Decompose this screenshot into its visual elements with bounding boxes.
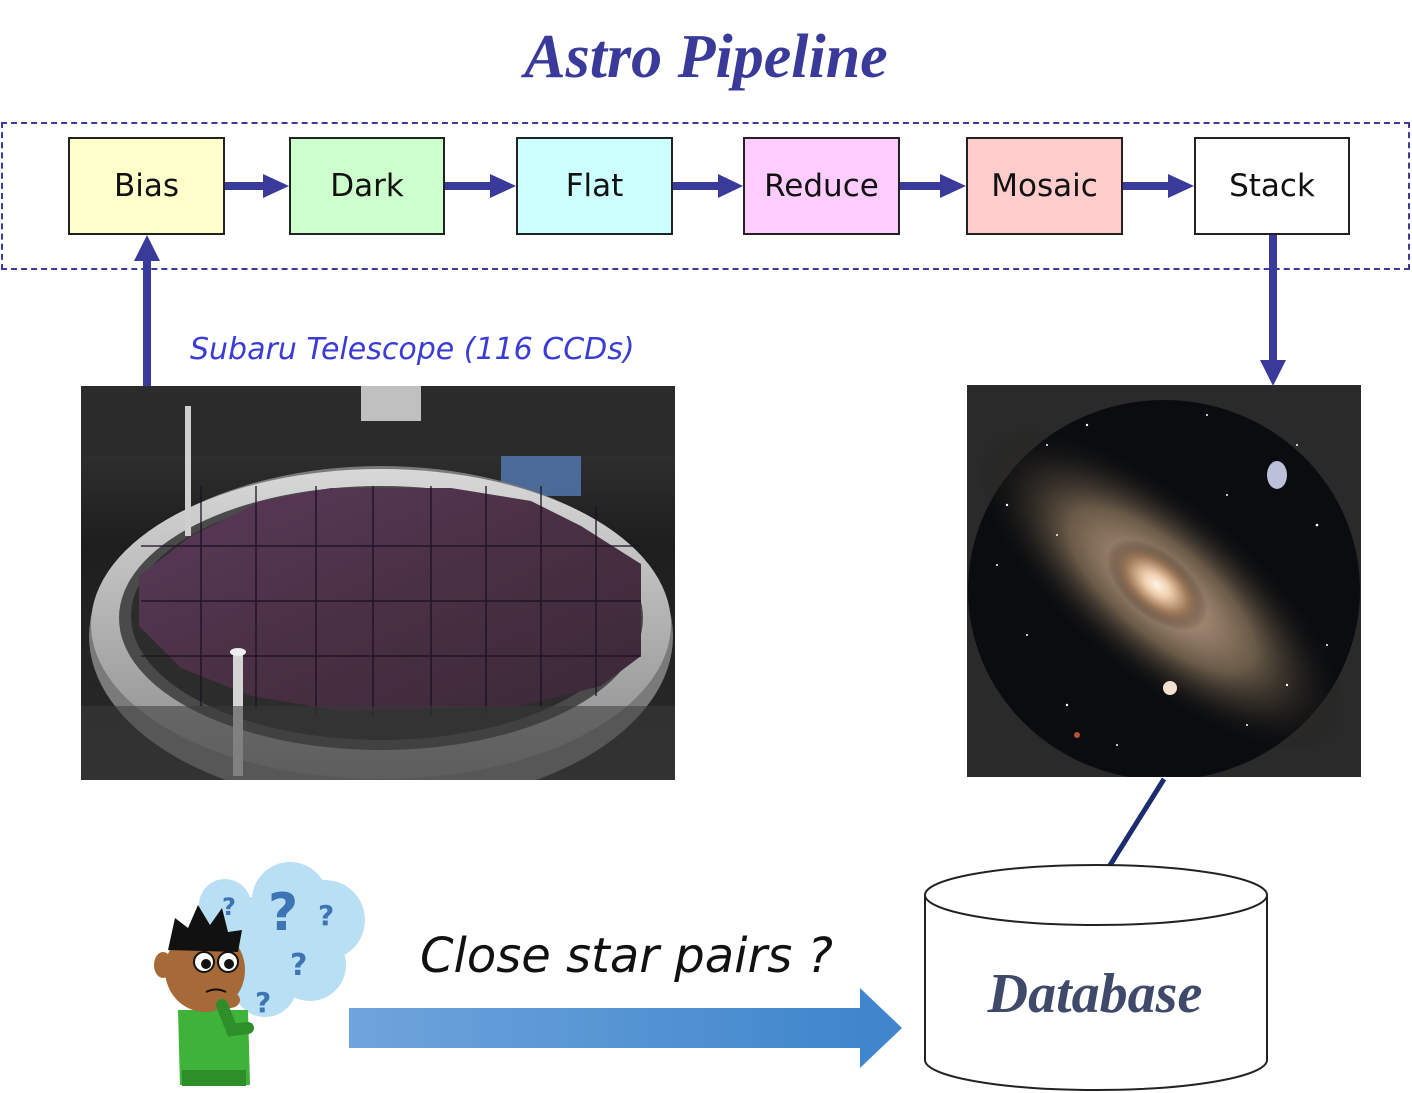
stage-stack: Stack [1194, 137, 1350, 235]
arrow-flat-reduce [673, 174, 743, 198]
arrow-telescope-bias [134, 235, 160, 386]
pipeline-frame [1, 122, 1410, 270]
arrow-mosaic-stack [1123, 174, 1194, 198]
query-arrow [349, 988, 902, 1068]
ccd-camera-photo [81, 386, 675, 780]
svg-text:?: ? [222, 893, 236, 921]
svg-text:?: ? [318, 899, 334, 932]
thought-cloud [199, 862, 365, 1017]
telescope-caption: Subaru Telescope (116 CCDs) [190, 332, 635, 367]
arrow-reduce-mosaic [900, 174, 966, 198]
svg-text:?: ? [268, 883, 298, 943]
stage-reduce: Reduce [743, 137, 900, 235]
confused-person-icon [154, 905, 254, 1086]
arrow-stack-galaxy [1260, 235, 1286, 386]
stage-dark: Dark [289, 137, 445, 235]
database-label: Database [987, 963, 1203, 1025]
diagram-title: Astro Pipeline [524, 23, 888, 91]
database-cylinder [924, 864, 1268, 1091]
svg-text:?: ? [255, 986, 271, 1019]
stage-flat: Flat [516, 137, 673, 235]
question-mark-icon: ? ? ? ? ? [222, 883, 334, 1019]
query-label: Close star pairs ? [420, 928, 833, 984]
stage-mosaic: Mosaic [966, 137, 1123, 235]
svg-text:?: ? [290, 948, 307, 983]
arrow-bias-dark [225, 174, 289, 198]
stage-bias: Bias [68, 137, 225, 235]
galaxy-image [967, 385, 1361, 777]
arrow-dark-flat [445, 174, 516, 198]
